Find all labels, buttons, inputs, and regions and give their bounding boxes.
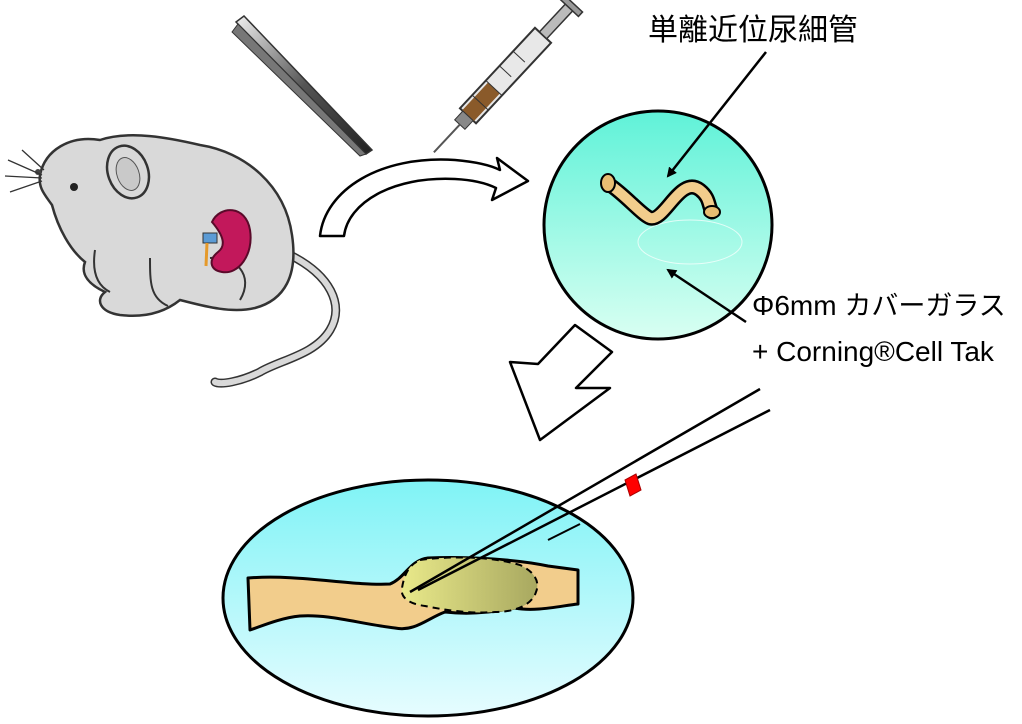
tweezers-icon xyxy=(232,16,372,156)
syringe-icon xyxy=(424,0,582,161)
coverglass-dish xyxy=(544,111,772,339)
down-arrow-icon xyxy=(510,325,612,440)
coverglass-size: Φ6mm xyxy=(752,290,837,321)
coverglass-label: Φ6mm カバーガラス xyxy=(752,292,1006,320)
mouse-icon xyxy=(5,135,336,383)
tubule-label: 単離近位尿細管 xyxy=(648,16,858,46)
recording-dish xyxy=(223,480,633,716)
coverglass-name: カバーガラス xyxy=(844,291,1005,322)
coating-label: + Corning®Cell Tak xyxy=(752,338,994,366)
curved-arrow-icon xyxy=(320,158,528,236)
